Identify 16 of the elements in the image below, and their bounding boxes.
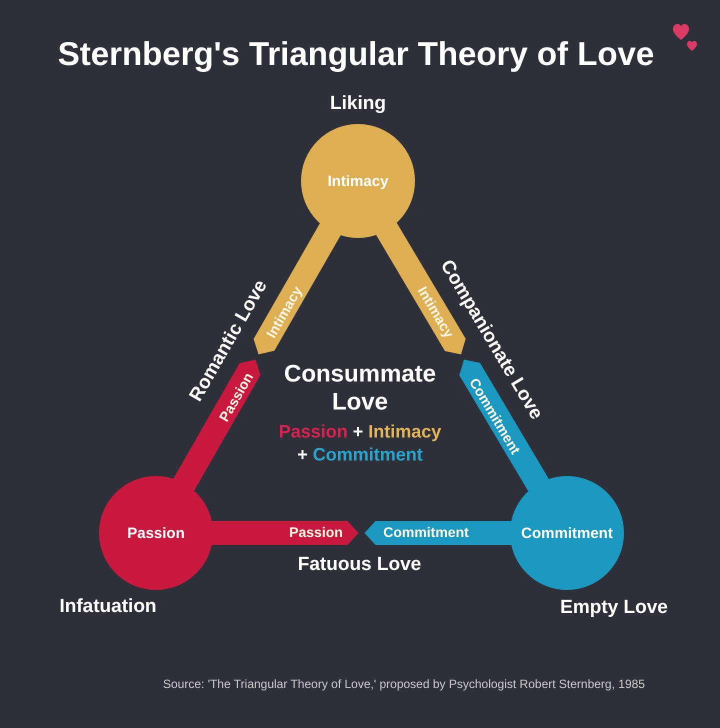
center-heading: Consummate Love: [282, 360, 438, 416]
band-label: Commitment: [383, 524, 469, 540]
edge-label: Fatuous Love: [298, 554, 422, 576]
title: Sternberg's Triangular Theory of Love: [58, 35, 654, 73]
formula-text: Passion + Intimacy + Commitment: [278, 420, 442, 466]
band-label: Passion: [289, 524, 343, 540]
node-label: Commitment: [521, 524, 613, 542]
node-label: Intimacy: [328, 172, 388, 190]
source-note: Source: 'The Triangular Theory of Love,' proposed by Psychologist Robert Sternberg, 1985: [163, 677, 645, 691]
connector-band: [173, 223, 341, 491]
stage-label: Liking: [330, 93, 386, 115]
node-label: Passion: [127, 524, 185, 542]
stage-label: Empty Love: [560, 597, 668, 619]
stage-label: Infatuation: [59, 596, 157, 618]
connector-band: [376, 222, 549, 492]
connector-band: [212, 521, 512, 545]
